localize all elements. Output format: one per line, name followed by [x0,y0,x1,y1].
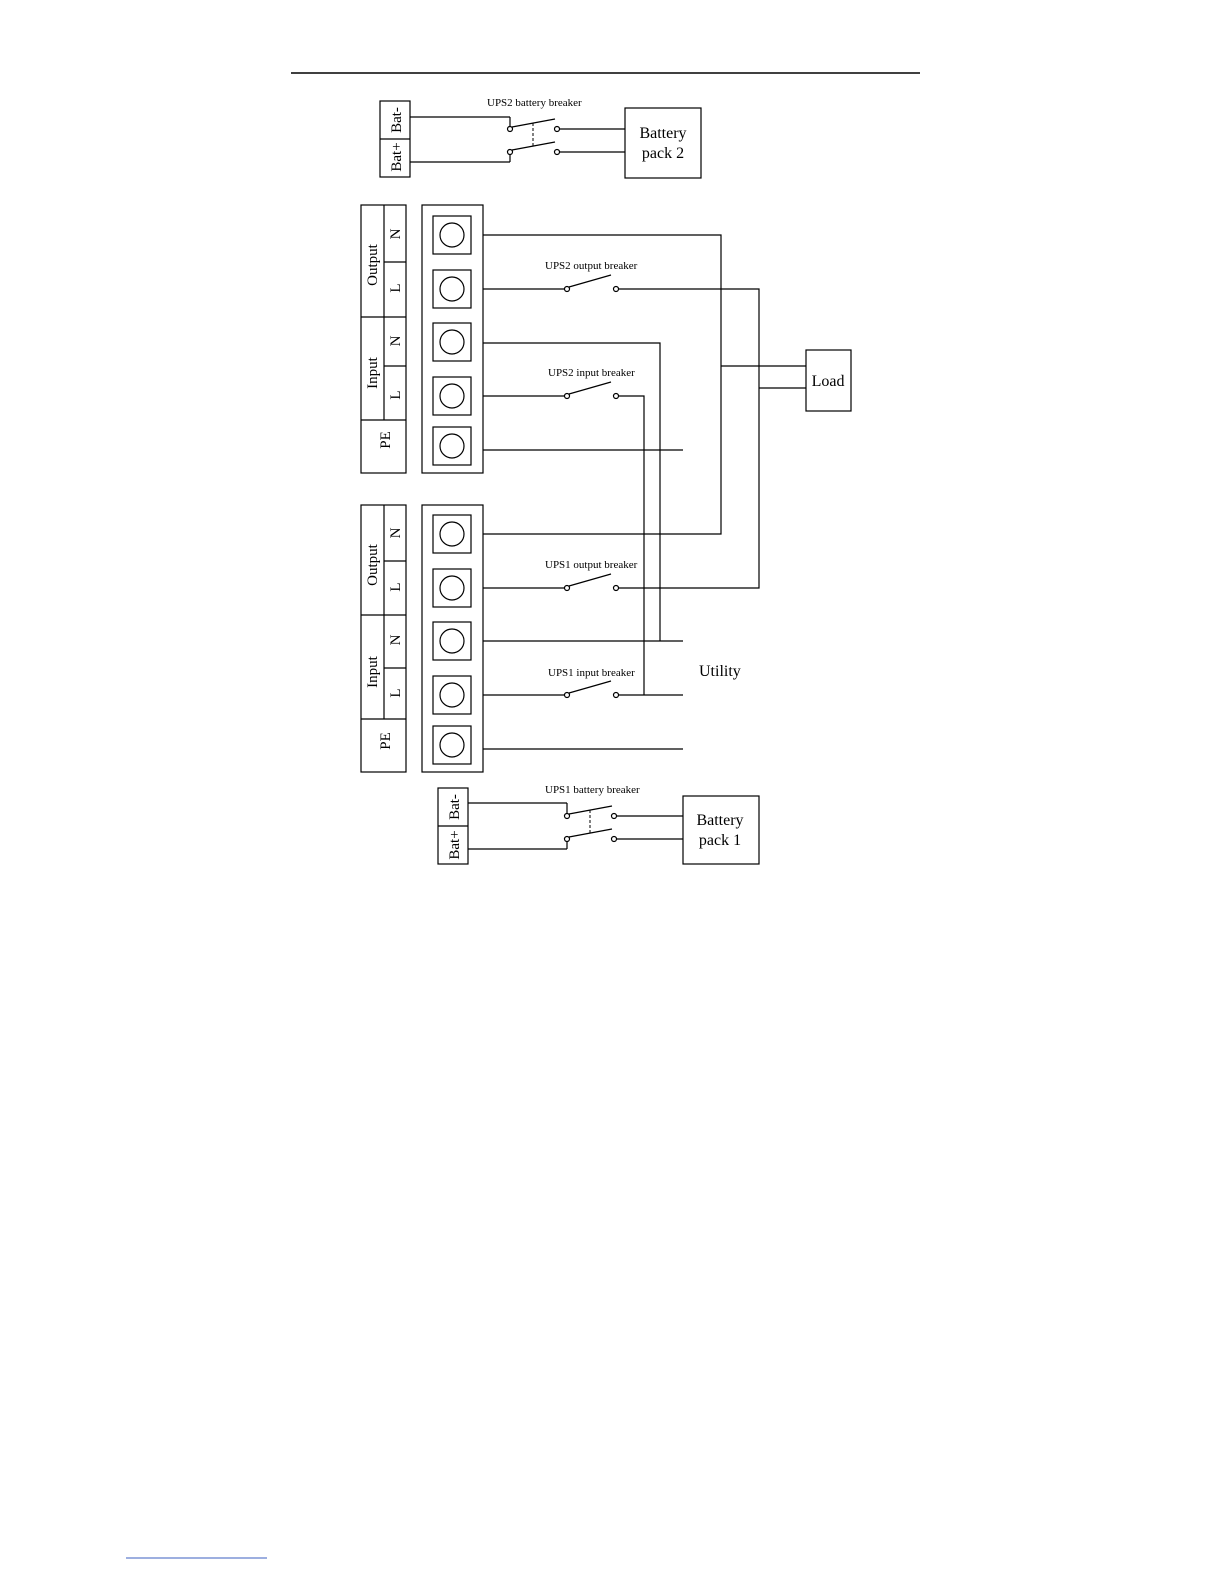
ups2-terminal-labels: Output Input PE N L N L [361,205,406,473]
ups1-in-l-label: L [388,688,404,697]
battery-pack-1: Battery pack 1 [683,796,759,864]
ups2-input-breaker-label: UPS2 input breaker [548,367,635,379]
ups1-battery-terminal-block: Bat- Bat+ [438,788,468,864]
ups2-bat-neg-label: Bat- [389,107,405,133]
battery-pack-1-line1: Battery [696,812,743,829]
ups1-in-n-label: N [388,634,404,645]
ups2-battery-breaker-label: UPS2 battery breaker [487,97,582,109]
ups2-battery-wires [410,117,625,162]
ups1-output-breaker-label: UPS1 output breaker [545,559,638,571]
ups1-out-n-label: N [388,527,404,538]
ups2-output-breaker-symbol [565,275,619,292]
load-box: Load [806,350,851,411]
battery-pack-2-line1: Battery [639,125,686,142]
ups1-terminal-labels: Output Input PE N L N L [361,505,406,772]
ups2-out-l-label: L [388,283,404,292]
pe-wires [483,450,683,749]
ups2-battery-terminal-block: Bat- Bat+ [380,101,410,177]
ups2-out-n-label: N [388,228,404,239]
ups1-input-breaker-label: UPS1 input breaker [548,667,635,679]
ups1-input-label: Input [365,655,381,687]
ups1-bat-pos-label: Bat+ [447,830,463,859]
ups2-input-label: Input [365,356,381,388]
input-line-bus [483,396,683,695]
ups1-battery-breaker-label: UPS1 battery breaker [545,784,640,796]
ups2-in-l-label: L [388,390,404,399]
ups2-in-n-label: N [388,335,404,346]
ups1-bat-neg-label: Bat- [447,794,463,820]
ups1-battery-breaker-symbol [565,806,617,842]
ups1-battery-wires [468,803,683,849]
input-neutral-bus [483,343,683,641]
ups2-pe-label: PE [378,431,394,449]
ups2-output-breaker-label: UPS2 output breaker [545,260,638,272]
ups2-terminal-screws [422,205,483,473]
ups1-pe-label: PE [378,732,394,750]
ups1-input-breaker-symbol [565,681,619,698]
ups1-output-breaker-symbol [565,574,619,591]
ups2-bat-pos-label: Bat+ [389,142,405,171]
load-label: Load [812,373,845,390]
ups1-out-l-label: L [388,582,404,591]
ups1-terminal-screws [422,505,483,772]
battery-pack-2: Battery pack 2 [625,108,701,178]
ups2-output-label: Output [365,243,381,286]
battery-pack-2-line2: pack 2 [642,145,684,162]
ups2-input-breaker-symbol [565,382,619,399]
utility-label: Utility [699,663,741,680]
ups1-output-label: Output [365,543,381,586]
ups2-battery-breaker-symbol [508,119,560,155]
battery-pack-1-line2: pack 1 [699,832,741,849]
